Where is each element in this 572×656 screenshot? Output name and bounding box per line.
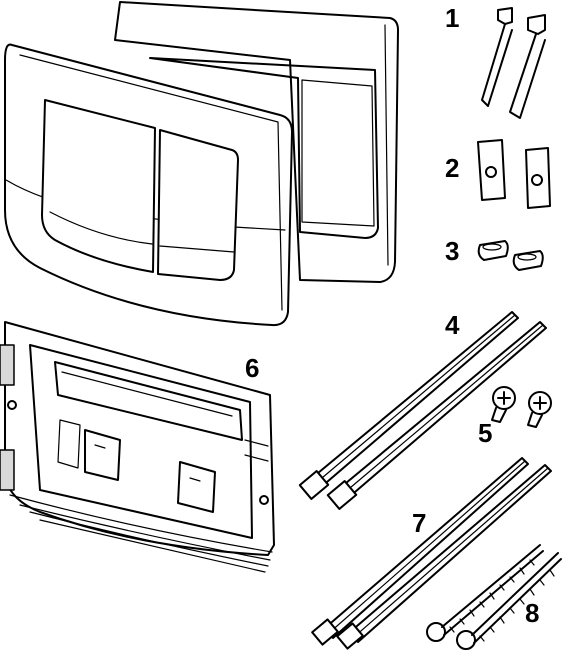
- label-7: 7: [412, 508, 427, 538]
- sleeves-drawing: [477, 240, 544, 271]
- flush-button-large: [157, 129, 239, 281]
- clips-drawing: [481, 7, 546, 119]
- short-rods-drawing: [298, 311, 547, 510]
- label-5: 5: [478, 418, 493, 448]
- label-2: 2: [445, 153, 460, 183]
- adapter-plates-drawing: [477, 139, 551, 209]
- label-4: 4: [445, 310, 460, 340]
- label-1: 1: [445, 3, 460, 33]
- flush-button-small: [41, 99, 156, 273]
- label-3: 3: [445, 236, 460, 266]
- long-rods-drawing: [311, 457, 552, 650]
- flush-plate-front: [4, 43, 293, 327]
- flush-plate-back: [114, 1, 399, 283]
- label-8: 8: [525, 598, 540, 628]
- mounting-frame-drawing: [0, 321, 275, 573]
- screws-drawing: [491, 386, 552, 428]
- long-screws-drawing: [426, 544, 562, 650]
- label-6: 6: [245, 353, 260, 383]
